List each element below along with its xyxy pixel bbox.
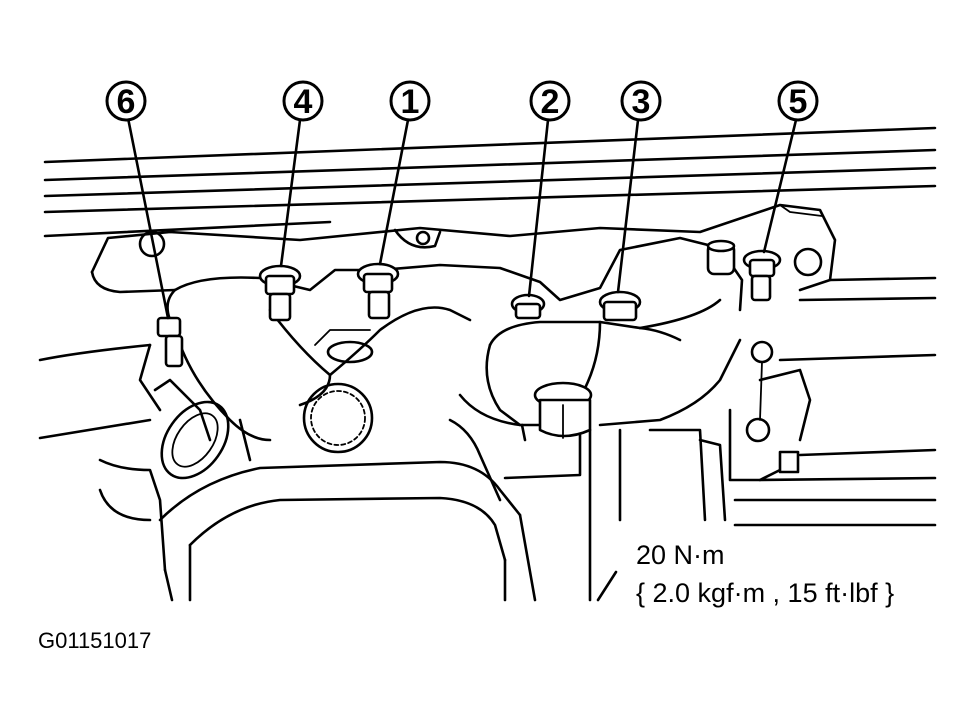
bolt-2: [510, 293, 546, 320]
leader-lines: [126, 116, 798, 602]
bolt-4: [258, 264, 302, 322]
cylinder-head-lines: [43, 126, 937, 238]
head-flange: [90, 203, 837, 294]
callout-6-number: 6: [117, 83, 136, 121]
stud-near-5: [706, 239, 736, 276]
bolt-5: [742, 249, 782, 302]
callout-1: 1: [389, 80, 431, 122]
callout-3-number: 3: [632, 83, 651, 121]
callout-4: 4: [282, 80, 324, 122]
center-bolt: [533, 381, 593, 439]
callout-5: 5: [777, 80, 819, 122]
bolt-6: [156, 316, 184, 368]
figure-id: G01151017: [38, 628, 152, 653]
torque-conversions: { 2.0 kgf·m , 15 ft·lbf }: [636, 578, 895, 608]
lower-cover: [158, 418, 537, 602]
callout-2-number: 2: [541, 83, 560, 121]
exhaust-manifold: [166, 236, 744, 454]
right-components: [503, 276, 937, 602]
bolt-3: [598, 290, 642, 322]
callout-3: 3: [620, 80, 662, 122]
callout-2: 2: [529, 80, 571, 122]
bolt-1: [356, 262, 400, 320]
callout-4-number: 4: [294, 83, 313, 121]
left-components: [38, 343, 252, 572]
callout-5-number: 5: [789, 83, 808, 121]
torque-value: 20 N·m: [636, 540, 725, 570]
callout-1-number: 1: [401, 83, 420, 121]
callout-6: 6: [105, 80, 147, 122]
